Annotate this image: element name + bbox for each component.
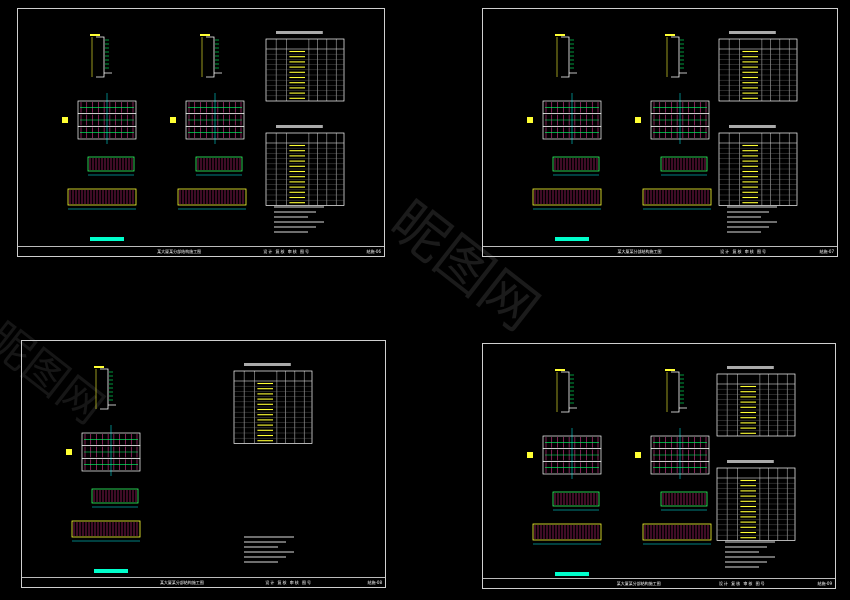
dimension-mark bbox=[170, 117, 176, 123]
dimension-mark bbox=[635, 117, 641, 123]
beam-elevation bbox=[642, 523, 712, 541]
dimension-mark bbox=[527, 452, 533, 458]
signoff-columns: 设计 复核 审核 图号 bbox=[720, 249, 767, 254]
beam-elevation bbox=[91, 488, 139, 504]
drawing-sheet-top-left: 某大厦某分部结构施工图 设计 复核 审核 图号 结施-06 bbox=[17, 8, 385, 257]
project-title: 某大厦某分部结构施工图 bbox=[616, 581, 661, 586]
wall-section-outline bbox=[671, 36, 687, 78]
cad-drawing bbox=[527, 366, 796, 576]
schedule-table bbox=[233, 370, 313, 444]
beam-elevation bbox=[67, 188, 137, 206]
signoff-columns: 设计 复核 审核 图号 bbox=[263, 249, 311, 254]
schedule-title-mark bbox=[244, 363, 291, 366]
beam-elevation bbox=[177, 188, 247, 206]
section-label-mark bbox=[555, 237, 589, 241]
drawing-sheet-bottom-right: 某大厦某分部结构施工图 设计 复核 审核 图号 结施-09 bbox=[482, 343, 836, 589]
beam-elevation bbox=[552, 156, 600, 172]
project-title: 某大厦某分部结构施工图 bbox=[159, 580, 204, 585]
title-block: 某大厦某分部结构施工图 设计 复核 审核 图号 结施-09 bbox=[483, 578, 835, 588]
schedule-title-mark bbox=[729, 31, 776, 34]
dimension-mark bbox=[200, 34, 210, 36]
beam-elevation bbox=[87, 156, 135, 172]
drawing-number: 结施-07 bbox=[819, 249, 834, 254]
signoff-columns: 设计 复核 审核 图号 bbox=[265, 580, 313, 585]
beam-elevation bbox=[71, 520, 141, 538]
wall-section-outline bbox=[561, 371, 577, 413]
dimension-mark bbox=[665, 34, 675, 36]
section-label-mark bbox=[90, 237, 124, 241]
wall-section-outline bbox=[100, 368, 116, 410]
title-block: 某大厦某分部结构施工图 设计 复核 审核 图号 结施-07 bbox=[483, 246, 837, 256]
schedule-title-mark bbox=[276, 125, 323, 128]
wall-section-outline bbox=[561, 36, 577, 78]
schedule-title-mark bbox=[729, 125, 776, 128]
schedule-table bbox=[716, 373, 796, 437]
wall-section-outline bbox=[671, 371, 687, 413]
wall-section-outline bbox=[96, 36, 112, 78]
dimension-mark bbox=[555, 369, 565, 371]
title-block: 某大厦某分部结构施工图 设计 复核 审核 图号 结施-08 bbox=[22, 577, 385, 587]
schedule-table bbox=[716, 467, 796, 541]
cad-drawing bbox=[527, 31, 798, 241]
schedule-title-mark bbox=[727, 366, 774, 369]
beam-elevation bbox=[642, 188, 712, 206]
beam-elevation bbox=[195, 156, 243, 172]
project-title: 某大厦某分部结构施工图 bbox=[157, 249, 202, 254]
drawing-number: 结施-06 bbox=[366, 249, 381, 254]
dimension-mark bbox=[527, 117, 533, 123]
dimension-mark bbox=[66, 449, 72, 455]
section-label-mark bbox=[555, 572, 589, 576]
schedule-table bbox=[265, 132, 345, 206]
title-block: 某大厦某分部结构施工图 设计 复核 审核 图号 结施-06 bbox=[18, 246, 384, 256]
beam-elevation bbox=[660, 491, 708, 507]
dimension-mark bbox=[94, 366, 104, 368]
dimension-mark bbox=[635, 452, 641, 458]
beam-elevation bbox=[532, 523, 602, 541]
drawing-sheet-bottom-left: 某大厦某分部结构施工图 设计 复核 审核 图号 结施-08 bbox=[21, 340, 386, 588]
wall-section-outline bbox=[206, 36, 222, 78]
section-label-mark bbox=[94, 569, 128, 573]
cad-drawing bbox=[62, 31, 345, 241]
drawing-sheet-top-right: 某大厦某分部结构施工图 设计 复核 审核 图号 结施-07 bbox=[482, 8, 838, 257]
dimension-mark bbox=[62, 117, 68, 123]
signoff-columns: 设计 复核 审核 图号 bbox=[718, 581, 766, 586]
beam-elevation bbox=[532, 188, 602, 206]
beam-elevation bbox=[552, 491, 600, 507]
cad-drawing bbox=[66, 363, 313, 573]
drawing-number: 结施-09 bbox=[817, 581, 832, 586]
schedule-table bbox=[718, 38, 798, 102]
drawing-number: 结施-08 bbox=[367, 580, 382, 585]
beam-elevation bbox=[660, 156, 708, 172]
dimension-mark bbox=[90, 34, 100, 36]
schedule-table bbox=[718, 132, 798, 206]
schedule-table bbox=[265, 38, 345, 102]
schedule-title-mark bbox=[276, 31, 323, 34]
dimension-mark bbox=[665, 369, 675, 371]
schedule-title-mark bbox=[727, 460, 774, 463]
dimension-mark bbox=[555, 34, 565, 36]
project-title: 某大厦某分部结构施工图 bbox=[617, 249, 662, 254]
